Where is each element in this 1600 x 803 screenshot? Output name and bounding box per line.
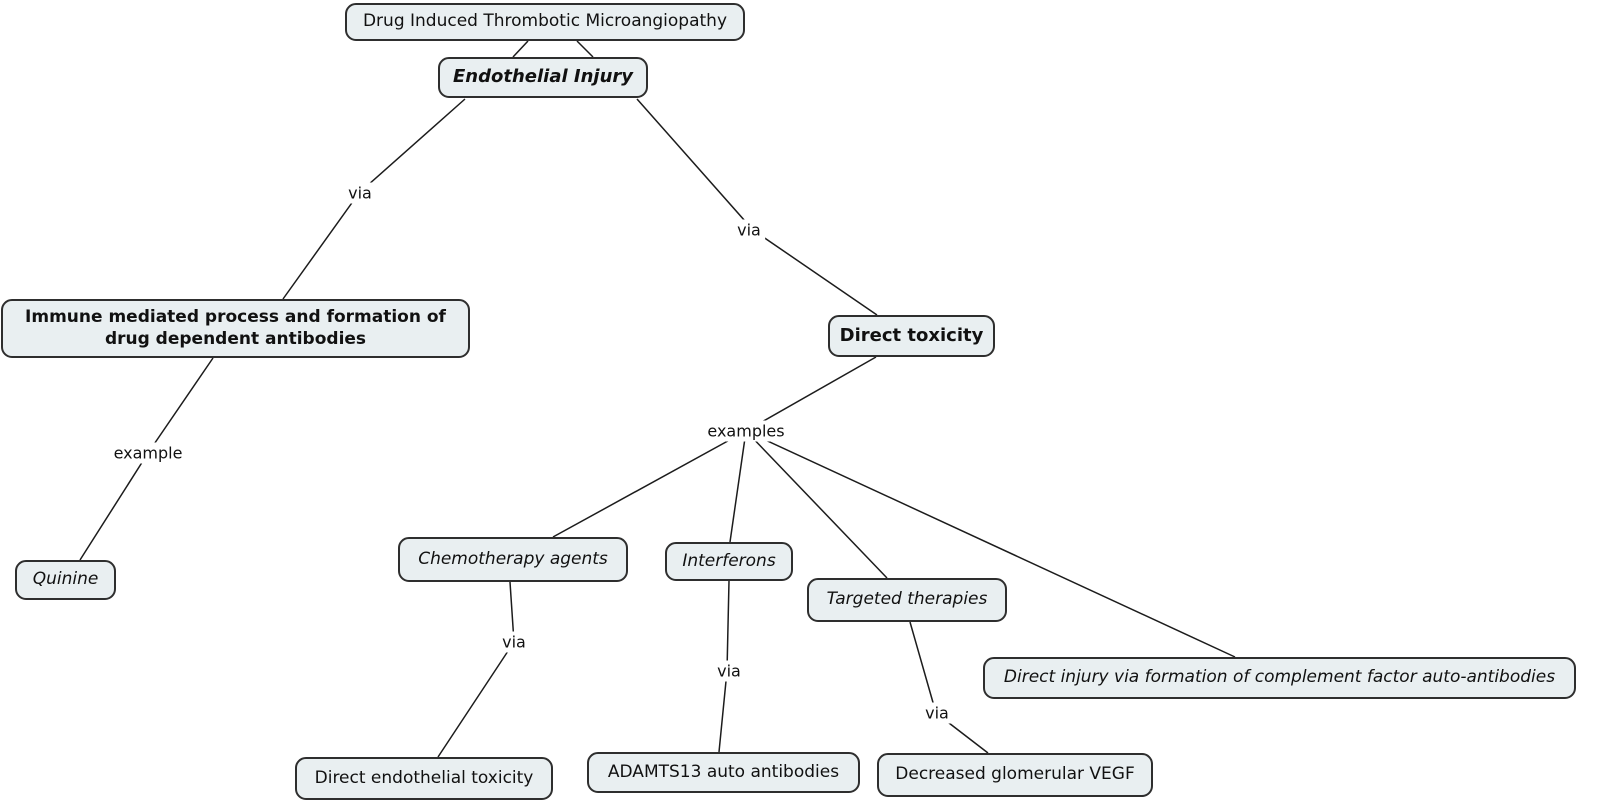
edge-label-via-chemotherapy: via (498, 631, 530, 653)
node-immune-mediated-process[interactable]: Immune mediated process and formation of… (1, 299, 470, 358)
node-quinine[interactable]: Quinine (15, 560, 116, 600)
edge-line-examples-targeted (745, 430, 888, 579)
edge-line-dtma-injury-right (576, 40, 594, 58)
edge-label-via-immune: via (344, 182, 376, 204)
node-drug-induced-tma[interactable]: Drug Induced Thrombotic Microangiopathy (345, 3, 745, 41)
edge-line-injury-toxicity (636, 98, 878, 316)
node-endothelial-injury[interactable]: Endothelial Injury (438, 57, 648, 98)
edge-line-chemo-endothelial (437, 581, 515, 758)
edge-line-examples-chemo (552, 430, 747, 538)
edge-line-targeted-vegf (909, 621, 989, 754)
edge-line-examples-complement (745, 430, 1236, 658)
edge-label-via-direct-toxicity: via (733, 219, 765, 241)
node-targeted-therapies[interactable]: Targeted therapies (807, 578, 1007, 622)
edge-line-examples-interferons (729, 430, 747, 543)
node-complement-autoantibodies[interactable]: Direct injury via formation of complemen… (983, 657, 1576, 699)
node-adamts13-auto-antibodies[interactable]: ADAMTS13 auto antibodies (587, 752, 860, 793)
edge-line-toxicity-examples (745, 356, 877, 432)
edge-line-dtma-injury-left (512, 40, 529, 58)
node-direct-toxicity[interactable]: Direct toxicity (828, 315, 995, 357)
node-chemotherapy-agents[interactable]: Chemotherapy agents (398, 537, 628, 582)
edge-label-via-targeted: via (921, 702, 953, 724)
edge-label-examples: examples (703, 420, 789, 442)
node-direct-endothelial-toxicity[interactable]: Direct endothelial toxicity (295, 757, 553, 800)
edge-label-via-interferons: via (713, 660, 745, 682)
edge-label-example: example (109, 442, 187, 464)
node-interferons[interactable]: Interferons (665, 542, 793, 581)
node-decreased-glomerular-vegf[interactable]: Decreased glomerular VEGF (877, 753, 1153, 797)
